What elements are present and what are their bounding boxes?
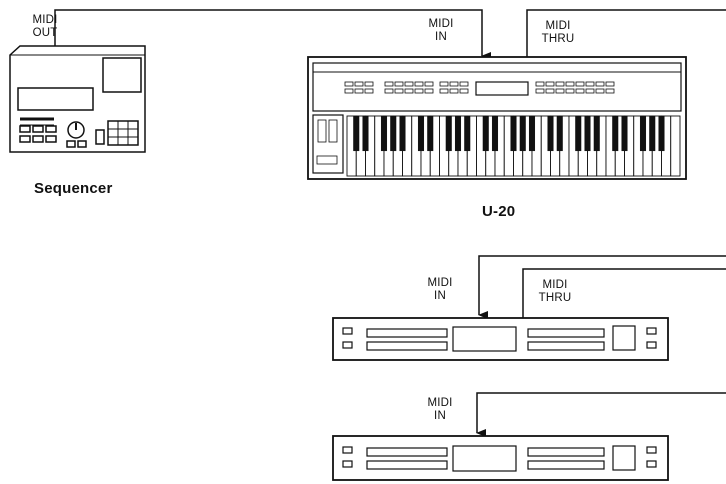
label-line: IN [417, 410, 463, 423]
black-key [529, 116, 535, 151]
rack-module-1 [333, 318, 668, 360]
sequencer-display [18, 88, 93, 110]
sequencer-device [10, 46, 145, 152]
sequencer-disk-slot [103, 58, 141, 92]
black-key [446, 116, 452, 151]
black-key [353, 116, 359, 151]
black-key [585, 116, 591, 151]
black-key [418, 116, 424, 151]
rack-module-2-display [453, 446, 516, 471]
u20-midi-in-label: MIDI IN [418, 18, 464, 44]
u20-keyboard [308, 57, 686, 179]
black-key [557, 116, 563, 151]
black-key [363, 116, 369, 151]
black-key [649, 116, 655, 151]
black-key [390, 116, 396, 151]
black-key [548, 116, 554, 151]
rack-module-1-display [453, 327, 516, 351]
white-key [671, 116, 680, 176]
label-line: IN [417, 290, 463, 303]
cable-to-module1-in [479, 256, 726, 315]
label-line: MIDI [528, 279, 582, 292]
black-key [381, 116, 387, 151]
label-line: IN [418, 31, 464, 44]
black-key [492, 116, 498, 151]
black-key [511, 116, 517, 151]
black-key [400, 116, 406, 151]
sequencer-midi-out-label: MIDI OUT [22, 14, 68, 40]
black-key [520, 116, 526, 151]
black-key [640, 116, 646, 151]
label-line: OUT [22, 27, 68, 40]
label-line: THRU [531, 33, 585, 46]
label-line: MIDI [417, 277, 463, 290]
black-key [464, 116, 470, 151]
label-line: MIDI [22, 14, 68, 27]
u20-midi-thru-label: MIDI THRU [531, 20, 585, 46]
u20-keys [347, 116, 680, 176]
black-key [659, 116, 665, 151]
module1-midi-thru-label: MIDI THRU [528, 279, 582, 305]
black-key [612, 116, 618, 151]
cable-to-module2-in [477, 393, 726, 433]
label-line: THRU [528, 292, 582, 305]
module1-midi-in-label: MIDI IN [417, 277, 463, 303]
u20-display [476, 82, 528, 95]
black-key [622, 116, 628, 151]
black-key [455, 116, 461, 151]
black-key [575, 116, 581, 151]
rack-module-2 [333, 436, 668, 480]
u20-name-label: U-20 [482, 203, 515, 220]
label-line: MIDI [531, 20, 585, 33]
black-key [483, 116, 489, 151]
black-key [594, 116, 600, 151]
sequencer-keypad [108, 121, 138, 145]
label-line: MIDI [418, 18, 464, 31]
label-line: MIDI [417, 397, 463, 410]
module2-midi-in-label: MIDI IN [417, 397, 463, 423]
sequencer-name-label: Sequencer [34, 180, 113, 197]
black-key [427, 116, 433, 151]
